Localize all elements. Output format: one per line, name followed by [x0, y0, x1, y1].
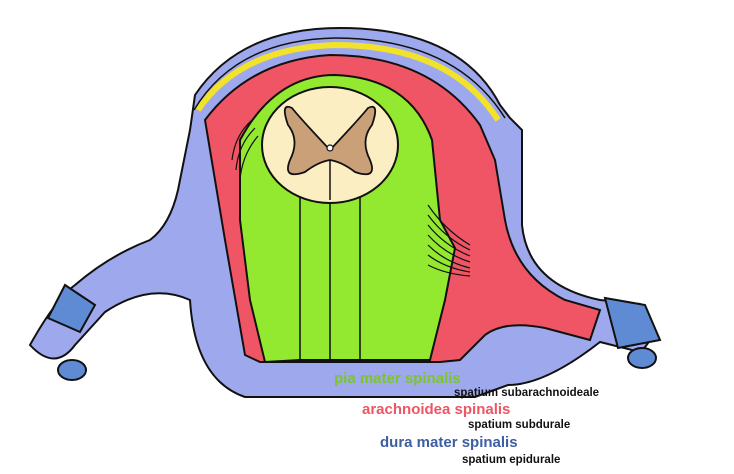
label-arachnoidea: arachnoidea spinalis	[362, 401, 510, 418]
label-pia-mater: pia mater spinalis	[334, 370, 461, 387]
central-canal	[327, 145, 333, 151]
label-subarachnoid-space: spatium subarachnoideale	[454, 387, 599, 399]
label-epidural-space: spatium epidurale	[462, 454, 560, 466]
label-dura-mater: dura mater spinalis	[380, 434, 518, 451]
right-nerve-stump	[628, 348, 656, 368]
left-nerve-stump	[58, 360, 86, 380]
label-subdural-space: spatium subdurale	[468, 419, 570, 431]
